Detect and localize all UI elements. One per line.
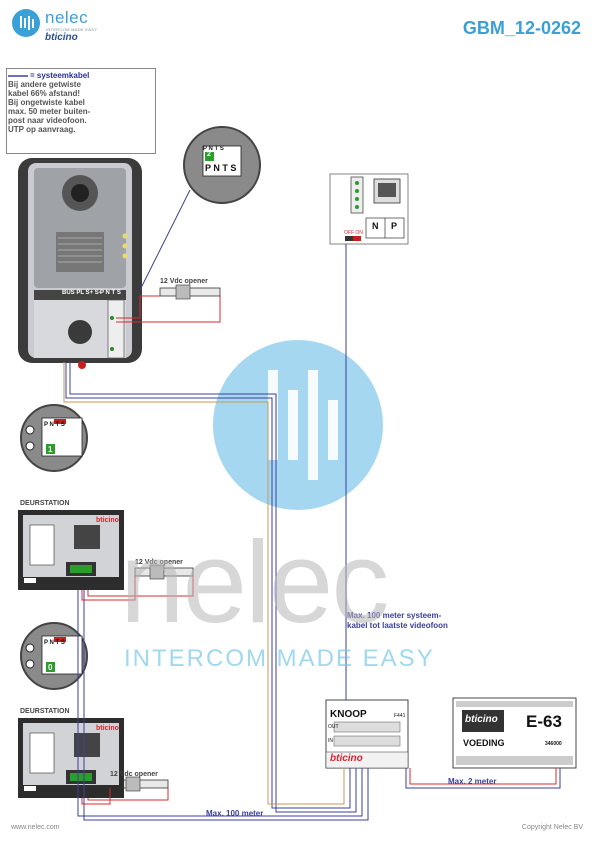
terminal-zoom-top	[139, 126, 261, 291]
selector-digit-1: 1	[48, 445, 53, 454]
knoop-node	[325, 699, 409, 769]
opener-2	[134, 564, 194, 580]
selector-terms-1: P N T S	[44, 422, 65, 428]
knoop-label: KNOOP	[330, 709, 367, 720]
note-line: kabel 66% afstand!	[8, 89, 81, 98]
note-text: = systeemkabel Bij andere getwiste kabel…	[8, 71, 154, 134]
deurstation-1-label: DEURSTATION	[20, 500, 70, 507]
nelec-logo-icon	[12, 9, 40, 37]
psu-brand: bticino	[465, 714, 498, 725]
outdoor-panel	[18, 158, 142, 369]
max100-label: Max. 100 meter	[206, 809, 264, 818]
max100-system-line1: Max. 100 meter systeem-	[347, 611, 442, 620]
watermark-logo-icon	[213, 340, 383, 510]
logo-word: nelec	[45, 8, 89, 27]
station-1-brand: bticino	[96, 517, 119, 524]
note-line: post naar videofoon.	[8, 116, 87, 125]
opener-1	[159, 284, 221, 300]
psu-name: VOEDING	[463, 738, 505, 748]
note-line: Bij ongetwiste kabel	[8, 98, 85, 107]
psu-code: 346000	[545, 741, 562, 747]
footer-url: www.nelec.com	[11, 824, 60, 831]
legend-label: = systeemkabel	[30, 71, 90, 80]
watermark-word: nelec	[120, 517, 389, 647]
red-cables	[81, 295, 557, 805]
orange-cables	[63, 362, 345, 805]
max100-system-line2: kabel tot laatste videofoon	[347, 621, 448, 630]
note-line: max. 50 meter buiten-	[8, 107, 91, 116]
knoop-code: F441	[394, 713, 406, 719]
videophone-monitor	[329, 173, 409, 245]
max2-label: Max. 2 meter	[448, 777, 497, 786]
off-on-switch: OFF ON	[344, 230, 363, 236]
note-box	[6, 68, 156, 154]
note-line: Bij andere getwiste	[8, 80, 81, 89]
opener-2-label: 12 Vdc opener	[135, 559, 183, 566]
panel-terminals: P N T S	[100, 290, 121, 296]
opener-1-label: 12 Vdc opener	[160, 278, 208, 285]
selector-terms-2: P N T S	[44, 640, 65, 646]
psu-model: E-63	[526, 712, 562, 731]
door-station-2	[18, 718, 124, 798]
door-station-1	[18, 510, 124, 590]
monitor-p: P	[391, 221, 398, 231]
selector-zoom-2	[20, 622, 88, 690]
selector-zoom-1	[20, 404, 88, 472]
zoom-digit: 2	[207, 151, 211, 158]
zoom-terminal-label-top: P N T S	[203, 146, 224, 152]
note-line: UTP op aanvraag.	[8, 125, 76, 134]
knoop-brand: bticino	[330, 753, 363, 764]
station-2-brand: bticino	[96, 725, 119, 732]
note-legend: = systeemkabel	[8, 71, 154, 80]
opener-3-label: 12 Vdc opener	[110, 771, 158, 778]
watermark-tagline: INTERCOM MADE EASY	[124, 645, 435, 672]
brand-logo: bticino	[45, 32, 78, 43]
monitor-n: N	[372, 221, 379, 231]
knoop-out: OUT	[328, 724, 339, 730]
blue-cables	[65, 244, 561, 821]
document-code: GBM_12-0262	[462, 18, 581, 38]
power-supply	[452, 697, 577, 769]
knoop-in: IN	[328, 738, 333, 744]
panel-bus-row: BUS PL S+ S-	[62, 290, 101, 296]
brand-text: bticino	[45, 32, 78, 43]
footer-copyright: Copyright Nelec BV	[521, 824, 583, 831]
deurstation-2-label: DEURSTATION	[20, 708, 70, 715]
logo-subtitle: INTERCOM MADE EASY	[46, 27, 98, 32]
selector-digit-2: 0	[48, 663, 53, 672]
zoom-terminal-label-bottom: P N T S	[205, 163, 237, 173]
